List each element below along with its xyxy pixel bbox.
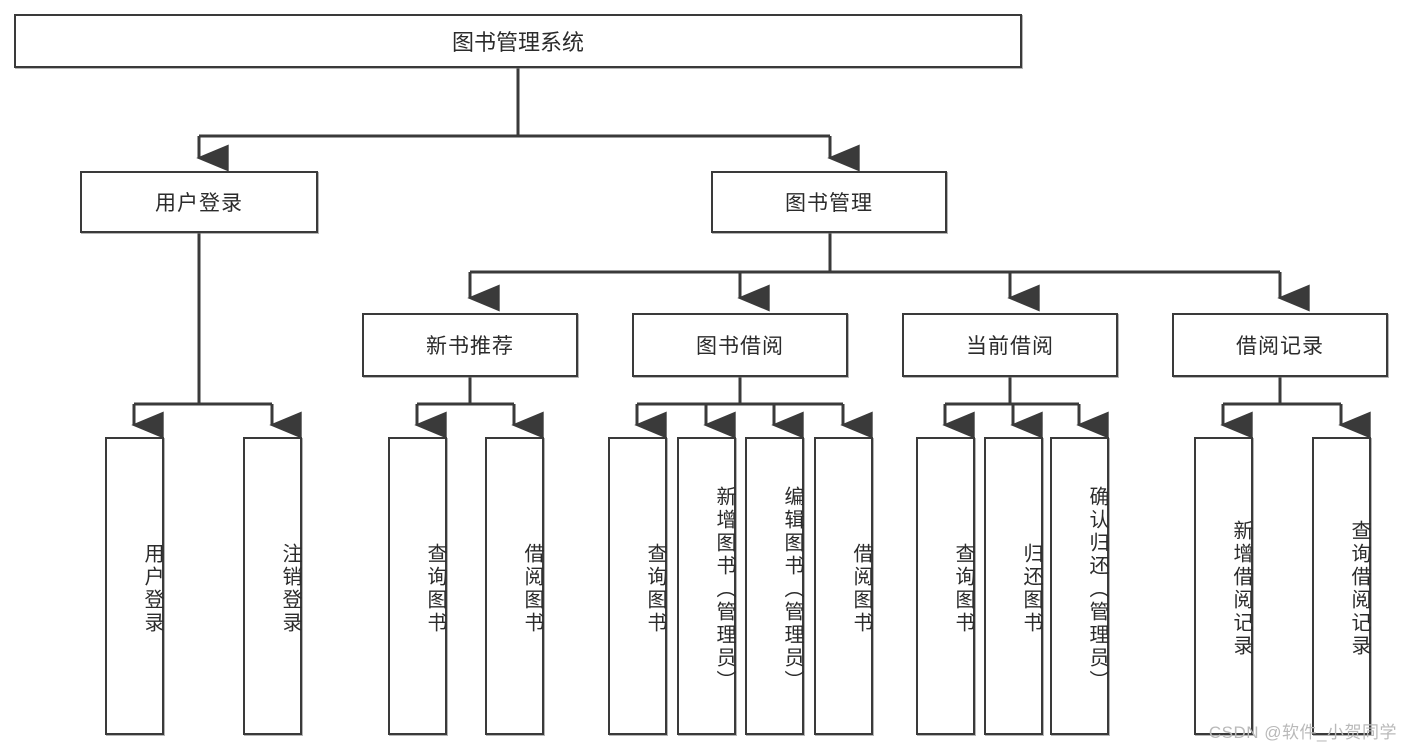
node-label: 借阅图书 — [521, 543, 543, 635]
node-label: 图书借阅 — [696, 335, 784, 358]
node-label: 用户登录 — [155, 192, 243, 215]
node-label: 借阅图书 — [850, 543, 872, 635]
node-label: 归还图书 — [1020, 543, 1042, 635]
node-label: 新增图书（管理员） — [713, 485, 735, 693]
node-label: 用户登录 — [141, 543, 163, 635]
node-label: 查询图书 — [424, 543, 446, 635]
leaf-recommend-query-book[interactable]: 查询图书 — [388, 437, 447, 735]
leaf-current-return-book[interactable]: 归还图书 — [984, 437, 1043, 735]
leaf-user-login-login[interactable]: 用户登录 — [105, 437, 164, 735]
node-new-book-recommend[interactable]: 新书推荐 — [362, 313, 578, 377]
node-label: 编辑图书（管理员） — [781, 485, 803, 693]
node-label: 当前借阅 — [966, 335, 1054, 358]
leaf-current-confirm-return[interactable]: 确认归还（管理员） — [1050, 437, 1109, 735]
leaf-current-query-book[interactable]: 查询图书 — [916, 437, 975, 735]
node-label: 查询图书 — [644, 543, 666, 635]
leaf-record-query-record[interactable]: 查询借阅记录 — [1312, 437, 1371, 735]
leaf-recommend-borrow-book[interactable]: 借阅图书 — [485, 437, 544, 735]
leaf-borrow-query-book[interactable]: 查询图书 — [608, 437, 667, 735]
node-book-borrow[interactable]: 图书借阅 — [632, 313, 848, 377]
node-label: 查询借阅记录 — [1348, 520, 1370, 658]
node-label: 借阅记录 — [1236, 335, 1324, 358]
watermark-text: CSDN @软件_小贺同学 — [1208, 723, 1397, 742]
node-book-management[interactable]: 图书管理 — [711, 171, 947, 233]
leaf-borrow-borrow-book[interactable]: 借阅图书 — [814, 437, 873, 735]
node-label: 图书管理 — [785, 192, 873, 215]
node-label: 图书管理系统 — [451, 30, 584, 55]
node-current-borrow[interactable]: 当前借阅 — [902, 313, 1118, 377]
node-label: 确认归还（管理员） — [1086, 485, 1108, 693]
node-label: 新增借阅记录 — [1230, 520, 1252, 658]
node-label: 注销登录 — [279, 543, 301, 635]
node-user-login[interactable]: 用户登录 — [80, 171, 318, 233]
leaf-user-login-logout[interactable]: 注销登录 — [243, 437, 302, 735]
node-root-system[interactable]: 图书管理系统 — [14, 14, 1022, 68]
leaf-record-add-record[interactable]: 新增借阅记录 — [1194, 437, 1253, 735]
leaf-borrow-edit-book[interactable]: 编辑图书（管理员） — [745, 437, 804, 735]
node-label: 新书推荐 — [426, 335, 514, 358]
leaf-borrow-add-book[interactable]: 新增图书（管理员） — [677, 437, 736, 735]
node-label: 查询图书 — [952, 543, 974, 635]
node-borrow-record[interactable]: 借阅记录 — [1172, 313, 1388, 377]
